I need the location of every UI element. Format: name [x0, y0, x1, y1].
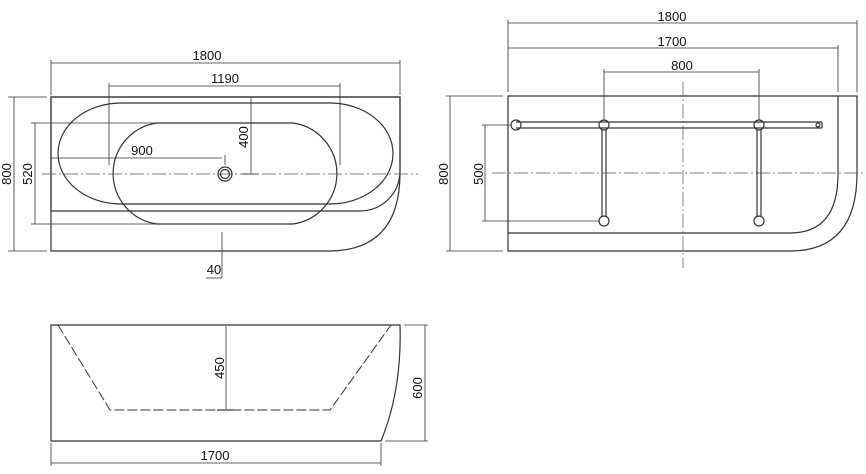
dim-top-900: 900 [131, 143, 153, 158]
frame-view: 1800 1700 800 800 500 [436, 9, 866, 268]
dim-top-400: 400 [236, 126, 251, 148]
dim-frame-1800: 1800 [658, 9, 687, 24]
dim-top-1800: 1800 [193, 48, 222, 63]
dim-frame-1700: 1700 [658, 34, 687, 49]
dim-frame-500: 500 [471, 163, 486, 185]
top-view: 1800 1190 900 400 800 520 40 [0, 48, 418, 279]
side-view: 450 600 1700 [50, 324, 428, 466]
dim-top-40: 40 [207, 262, 221, 277]
dim-frame-800: 800 [671, 58, 693, 73]
dim-frame-800-width: 800 [436, 163, 451, 185]
dim-side-600: 600 [410, 377, 425, 399]
dim-top-800: 800 [0, 163, 14, 185]
dim-top-1190: 1190 [211, 71, 239, 86]
dim-side-1700: 1700 [201, 448, 230, 463]
dim-side-450: 450 [212, 357, 227, 379]
dim-top-520: 520 [20, 163, 35, 185]
